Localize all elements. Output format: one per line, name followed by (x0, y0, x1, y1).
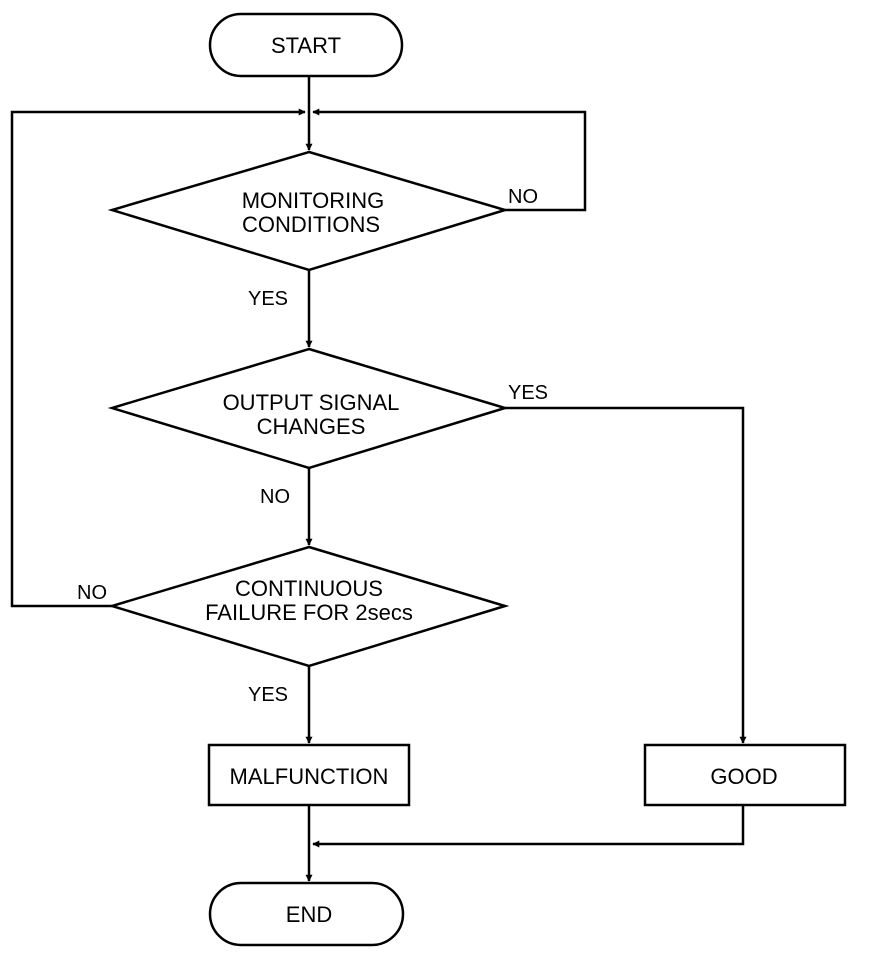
malfunction-label: MALFUNCTION (230, 764, 389, 789)
continuous-failure-decision-shape (107, 545, 510, 668)
monitoring-conditions-decision: MONITORING CONDITIONS (107, 150, 510, 272)
output-signal-decision: OUTPUT SIGNAL CHANGES (107, 347, 510, 470)
edge-output-yes-to-good (505, 406, 747, 744)
output-signal-label-line1: OUTPUT SIGNAL (223, 390, 400, 415)
output-yes-label: YES (508, 382, 548, 404)
start-label: START (271, 33, 341, 58)
malfunction-box (207, 743, 411, 807)
continuous-no-label: NO (77, 582, 107, 604)
monitoring-yes-label: YES (248, 288, 288, 310)
monitoring-decision-shape (107, 150, 510, 272)
continuous-yes-label: YES (248, 684, 288, 706)
connectors (10, 76, 747, 882)
output-signal-decision-shape (107, 347, 510, 470)
edge-good-to-end (312, 805, 745, 848)
good-box (643, 743, 847, 807)
output-no-label: NO (260, 486, 290, 508)
end-terminal-shape (208, 881, 405, 947)
edge-continuous-no-loop (10, 108, 306, 608)
malfunction-node: MALFUNCTION (207, 743, 411, 807)
monitoring-no-label: NO (508, 186, 538, 208)
output-signal-label-line2: CHANGES (257, 414, 366, 439)
monitoring-label-line1: MONITORING (242, 188, 385, 213)
continuous-failure-decision: CONTINUOUS FAILURE FOR 2secs (107, 545, 510, 668)
monitoring-label-line2: CONDITIONS (242, 212, 380, 237)
good-label: GOOD (710, 764, 777, 789)
continuous-label-line2: FAILURE FOR 2secs (205, 600, 413, 625)
start-node: START (208, 12, 404, 78)
continuous-label-line1: CONTINUOUS (235, 576, 383, 601)
end-node: END (208, 881, 405, 947)
start-terminal-shape (208, 12, 404, 78)
end-label: END (286, 902, 332, 927)
good-node: GOOD (643, 743, 847, 807)
edge-monitoring-no-loop (312, 108, 587, 212)
edge-labels: NO YES YES NO NO YES (77, 186, 548, 706)
